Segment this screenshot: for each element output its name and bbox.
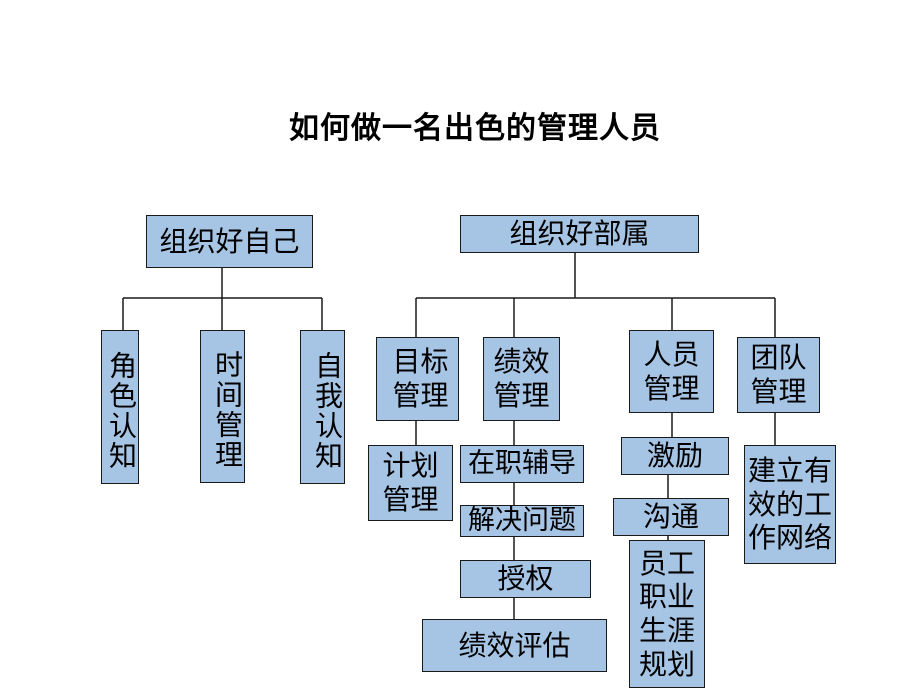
node-delegation: 授权 bbox=[460, 560, 591, 598]
node-self-cognition: 自我认知 bbox=[300, 330, 345, 484]
page-title: 如何做一名出色的管理人员 bbox=[289, 111, 661, 146]
node-role-cognition: 角色认知 bbox=[101, 330, 139, 484]
node-team-management: 团队管理 bbox=[737, 337, 820, 413]
node-motivation: 激励 bbox=[621, 437, 729, 475]
node-communication: 沟通 bbox=[613, 498, 729, 536]
node-on-job-coaching: 在职辅导 bbox=[460, 445, 584, 483]
node-people-management: 人员管理 bbox=[629, 330, 714, 413]
node-organize-self: 组织好自己 bbox=[146, 215, 313, 268]
node-time-management: 时间管理 bbox=[200, 330, 245, 483]
node-performance-management: 绩效管理 bbox=[483, 337, 560, 421]
node-build-work-network: 建立有效的工作网络 bbox=[744, 445, 836, 564]
node-plan-management: 计划管理 bbox=[368, 445, 453, 521]
node-career-planning: 员工职业生涯规划 bbox=[629, 540, 705, 688]
node-problem-solving: 解决问题 bbox=[460, 505, 584, 537]
node-performance-evaluation: 绩效评估 bbox=[422, 619, 607, 672]
node-organize-subordinates: 组织好部属 bbox=[460, 215, 699, 253]
node-goal-management: 目标管理 bbox=[376, 337, 459, 421]
